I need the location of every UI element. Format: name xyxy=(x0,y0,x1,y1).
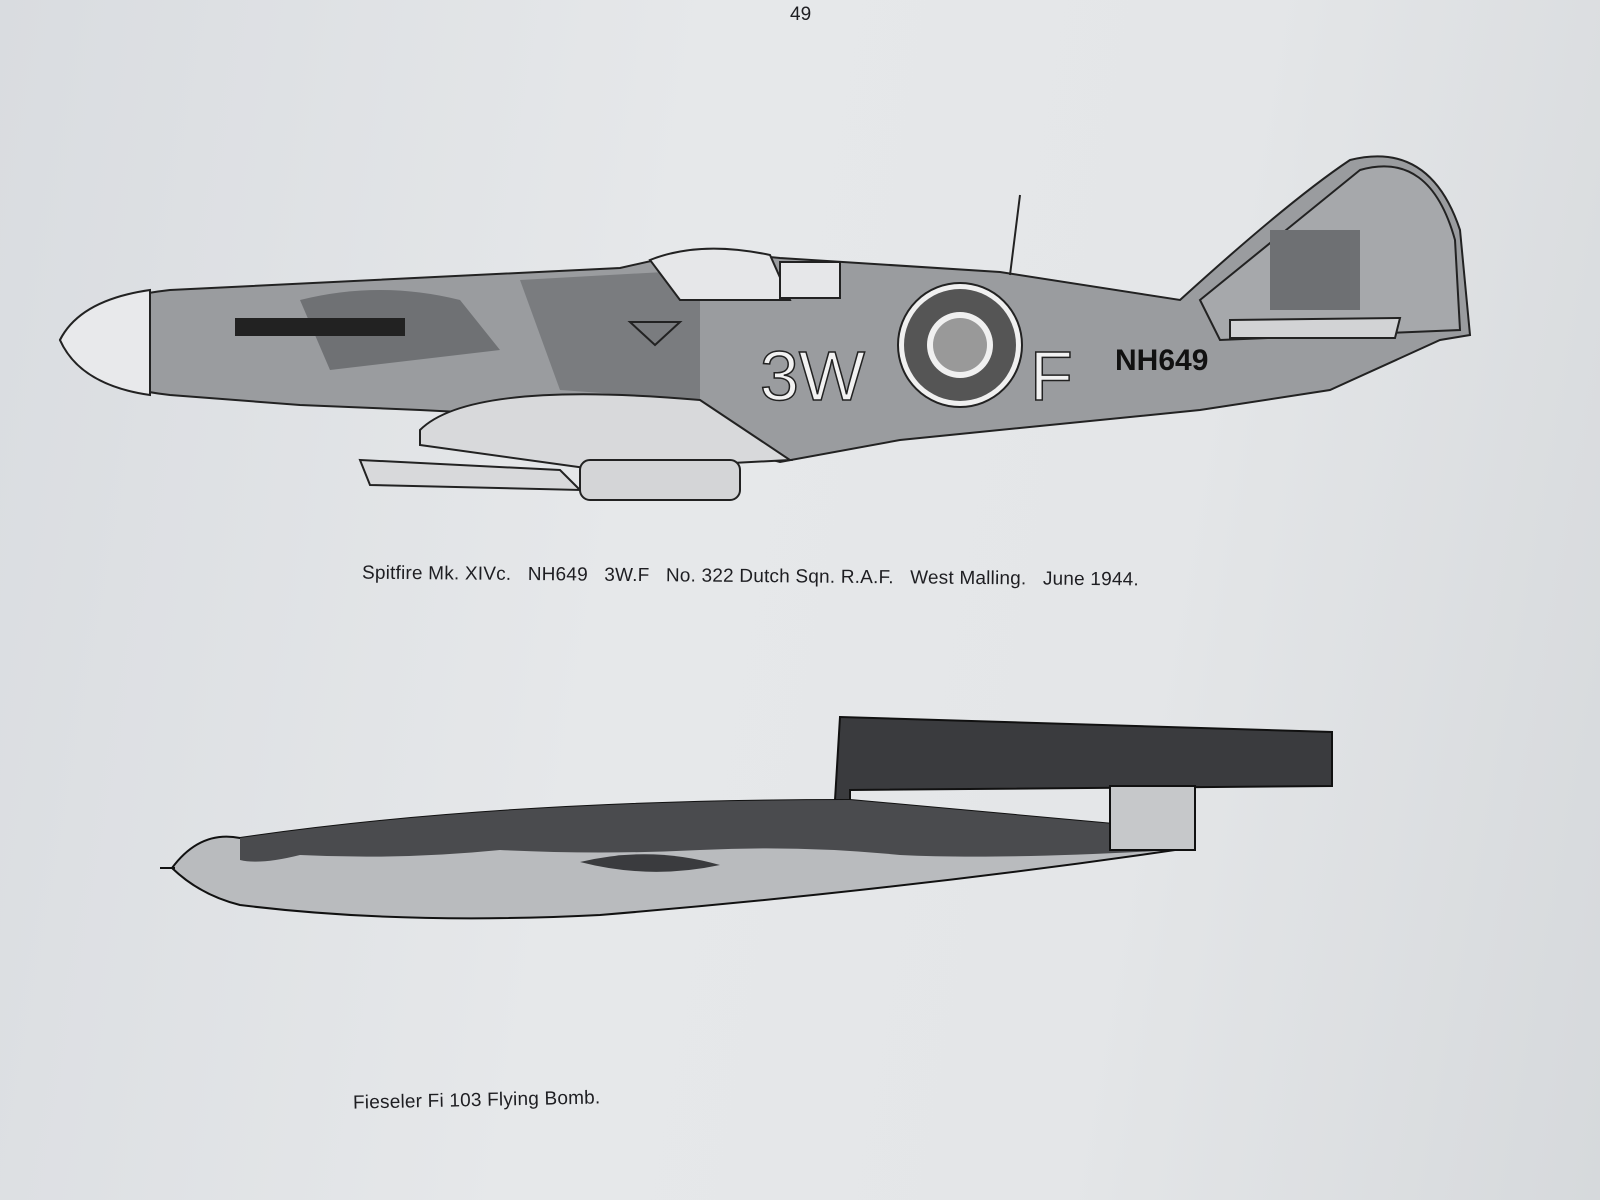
spitfire-rear-window xyxy=(779,261,841,299)
spitfire-spinner xyxy=(58,288,151,397)
page-number: 49 xyxy=(790,4,812,25)
spitfire-canopy xyxy=(648,247,792,301)
triangle-marking xyxy=(627,321,683,347)
flying-bomb-drawing xyxy=(160,715,1333,920)
aircraft-serial: NH649 xyxy=(1115,344,1208,377)
spitfire-wing-underside xyxy=(358,458,583,492)
radio-antenna xyxy=(1009,194,1021,276)
camouflage-patch xyxy=(1270,230,1360,310)
flying-bomb-wing xyxy=(580,854,720,872)
exhaust-stack xyxy=(235,318,405,336)
roundel xyxy=(897,282,1023,408)
tailplane xyxy=(1229,316,1402,339)
radiator-fairing xyxy=(579,459,741,501)
pulse-jet-engine xyxy=(833,715,1333,801)
flying-bomb-dark-upper xyxy=(240,800,1180,862)
aircraft-code-left: 3W xyxy=(760,337,865,415)
spitfire-wing xyxy=(419,393,794,472)
spitfire-drawing: 3W F NH649 xyxy=(58,155,1472,501)
camouflage-patch xyxy=(520,270,700,400)
aircraft-code-right: F xyxy=(1030,337,1073,415)
spitfire-fuselage xyxy=(58,155,1472,464)
flying-bomb-tail-fin xyxy=(1109,785,1196,851)
